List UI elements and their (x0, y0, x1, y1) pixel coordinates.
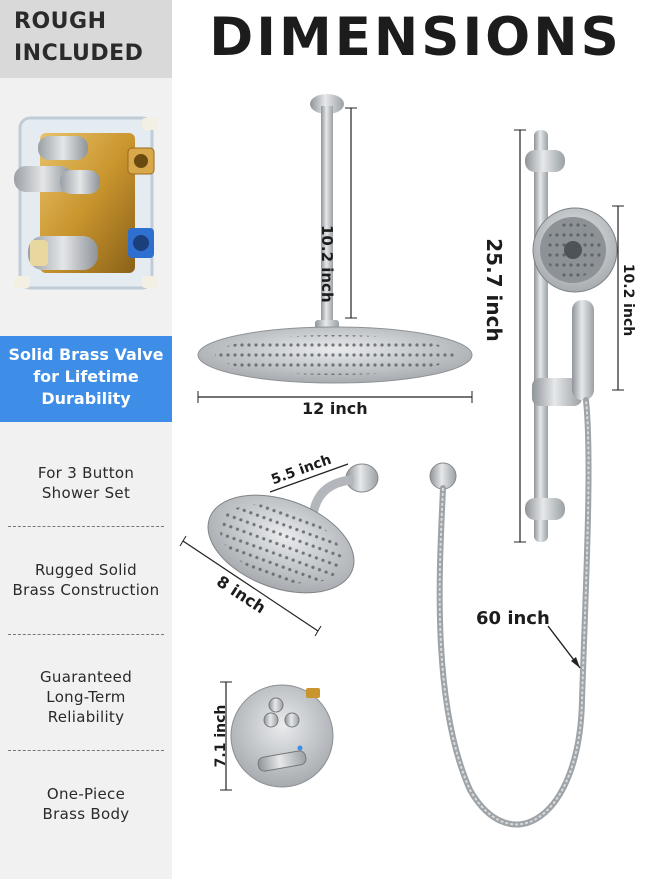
slide-bar-label: 25.7 inch (482, 238, 506, 342)
page-title: DIMENSIONS (209, 7, 622, 68)
valve-image-panel (0, 78, 172, 336)
feature-item-brass-body: One-Piece Brass Body (0, 784, 172, 824)
valve-callout: Solid Brass Valve for Lifetime Durabilit… (0, 336, 172, 422)
rough-included-badge: ROUGH INCLUDED (0, 0, 172, 78)
feature-divider (8, 634, 164, 635)
badge-line-1: ROUGH (14, 9, 107, 34)
ceiling-arm-label: 10.2 inch (318, 225, 336, 303)
feature-line: Guaranteed (39, 668, 133, 686)
feature-item-button-set: For 3 Button Shower Set (0, 463, 172, 503)
rain-head-label: 12 inch (302, 399, 368, 418)
wall-arm-dimension (269, 463, 349, 493)
ceiling-rain-shower (197, 94, 473, 384)
feature-line: For 3 Button (37, 464, 135, 482)
shower-hose (429, 397, 592, 828)
valve-callout-line-2: for Lifetime (33, 367, 139, 386)
handheld-label: 10.2 inch (620, 263, 636, 337)
feature-line: Reliability (47, 708, 125, 726)
valve-callout-line-1: Solid Brass Valve (8, 345, 164, 364)
feature-divider (8, 526, 164, 527)
trim-plate-dimension (220, 681, 232, 791)
trim-plate-label: 7.1 inch (213, 704, 229, 768)
feature-line: One-Piece (46, 785, 126, 803)
feature-item-reliability: Guaranteed Long-Term Reliability (0, 667, 172, 727)
feature-item-construction: Rugged Solid Brass Construction (0, 560, 172, 600)
feature-divider (8, 750, 164, 751)
ceiling-arm-dimension (345, 107, 357, 319)
feature-line: Long-Term (46, 688, 126, 706)
handheld-dimension (612, 205, 624, 391)
valve-body-image (14, 116, 158, 290)
slide-bar-assembly (525, 130, 618, 542)
valve-callout-line-3: Durability (41, 389, 131, 408)
wall-shower-head (207, 463, 379, 594)
feature-line: Rugged Solid (35, 561, 137, 579)
feature-line: Shower Set (41, 484, 131, 502)
badge-line-2: INCLUDED (14, 41, 144, 66)
feature-line: Brass Body (42, 805, 130, 823)
small-head-dimension (179, 535, 322, 637)
hose-label: 60 inch (476, 608, 550, 629)
feature-line: Brass Construction (12, 581, 160, 599)
rain-head-dimension (197, 391, 473, 403)
slide-bar-dimension (514, 129, 526, 543)
valve-trim-plate (230, 684, 334, 788)
